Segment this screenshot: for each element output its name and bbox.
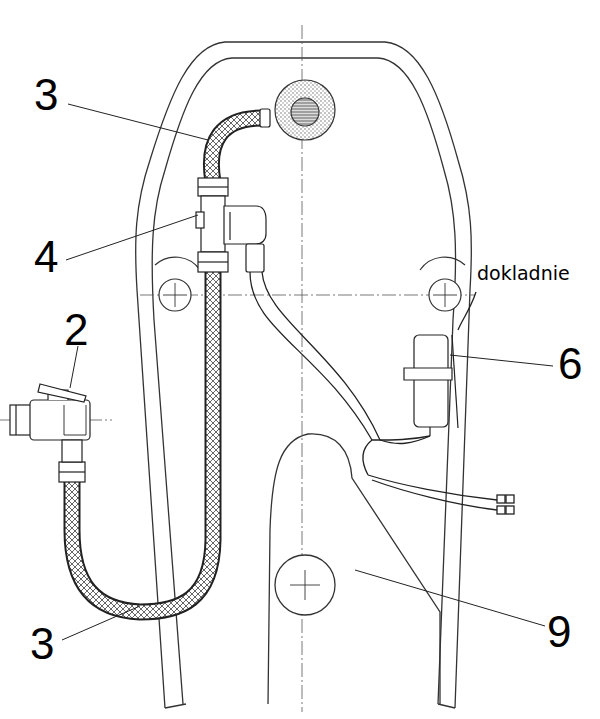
wires-part	[363, 436, 430, 475]
angle-valve-part	[10, 405, 32, 435]
water-inlet-part	[275, 80, 335, 140]
wires-part	[506, 506, 514, 514]
braided-hose-part	[211, 118, 262, 182]
leader-lines-part	[62, 606, 140, 640]
leader-lines-part	[66, 215, 198, 260]
wires-part	[497, 495, 505, 503]
callout-number: 6	[558, 342, 582, 386]
callout-number: 3	[30, 622, 54, 666]
drain-opening-part	[275, 555, 335, 615]
braided-hose-part	[211, 118, 262, 182]
callout-number: 9	[547, 610, 571, 654]
wires-part	[458, 292, 476, 330]
drain-opening	[268, 434, 440, 704]
capacitor-part	[429, 427, 430, 436]
callout-number: 3	[34, 73, 58, 117]
water-inlet	[275, 80, 335, 140]
wires-part	[372, 480, 497, 510]
angle-valve	[10, 384, 90, 462]
water-inlet-part	[291, 98, 319, 126]
assembly-note: dokladnie	[477, 264, 570, 283]
solenoid-valve-part	[196, 212, 204, 228]
bowl-outline-part	[152, 58, 455, 704]
solenoid-valve-part	[198, 261, 228, 262]
bolt-holes-part	[155, 257, 200, 270]
leader-lines-part	[68, 104, 208, 140]
wires-part	[250, 272, 372, 440]
wires-part	[380, 436, 430, 443]
hose-nut-part	[260, 109, 270, 127]
bowl-outline-part	[165, 704, 455, 708]
solenoid-valve	[196, 178, 266, 272]
bolt-holes-part	[420, 257, 465, 270]
capacitor	[404, 335, 458, 436]
angle-valve-part	[30, 400, 90, 440]
capacitor-part	[414, 335, 448, 427]
braided-hose-part	[72, 272, 213, 612]
solenoid-valve-part	[198, 178, 228, 196]
braided-hose-part	[72, 272, 213, 612]
hose-nut	[59, 109, 270, 482]
braided-hose	[72, 118, 262, 612]
leader-lines-part	[355, 570, 545, 626]
angle-valve-part	[62, 440, 82, 462]
wires-part	[497, 506, 505, 514]
solenoid-valve-part	[201, 196, 225, 252]
wires-part	[368, 475, 497, 500]
angle-valve-part	[38, 384, 86, 402]
leader-lines-part	[70, 346, 78, 388]
callout-number: 4	[34, 235, 58, 279]
solenoid-valve-part	[229, 212, 230, 240]
drain-opening-part	[290, 570, 320, 600]
wires-part	[262, 272, 380, 440]
drain-opening-part	[268, 434, 440, 704]
solenoid-valve-part	[224, 206, 266, 244]
center-lines	[0, 25, 475, 712]
capacitor-part	[452, 335, 458, 428]
leader-lines-part	[450, 355, 553, 366]
solenoid-valve-part	[198, 252, 228, 272]
leader-lines	[62, 104, 553, 640]
solenoid-valve-part	[246, 244, 264, 272]
capacitor-part	[404, 368, 452, 380]
angle-valve-part	[15, 405, 16, 435]
wires	[250, 272, 514, 514]
callout-number: 2	[64, 308, 88, 352]
angle-valve-part	[64, 405, 86, 435]
hose-nut-part	[59, 462, 85, 482]
hose-nut-part	[59, 471, 85, 472]
solenoid-valve-part	[198, 186, 228, 187]
wires-part	[506, 495, 514, 503]
